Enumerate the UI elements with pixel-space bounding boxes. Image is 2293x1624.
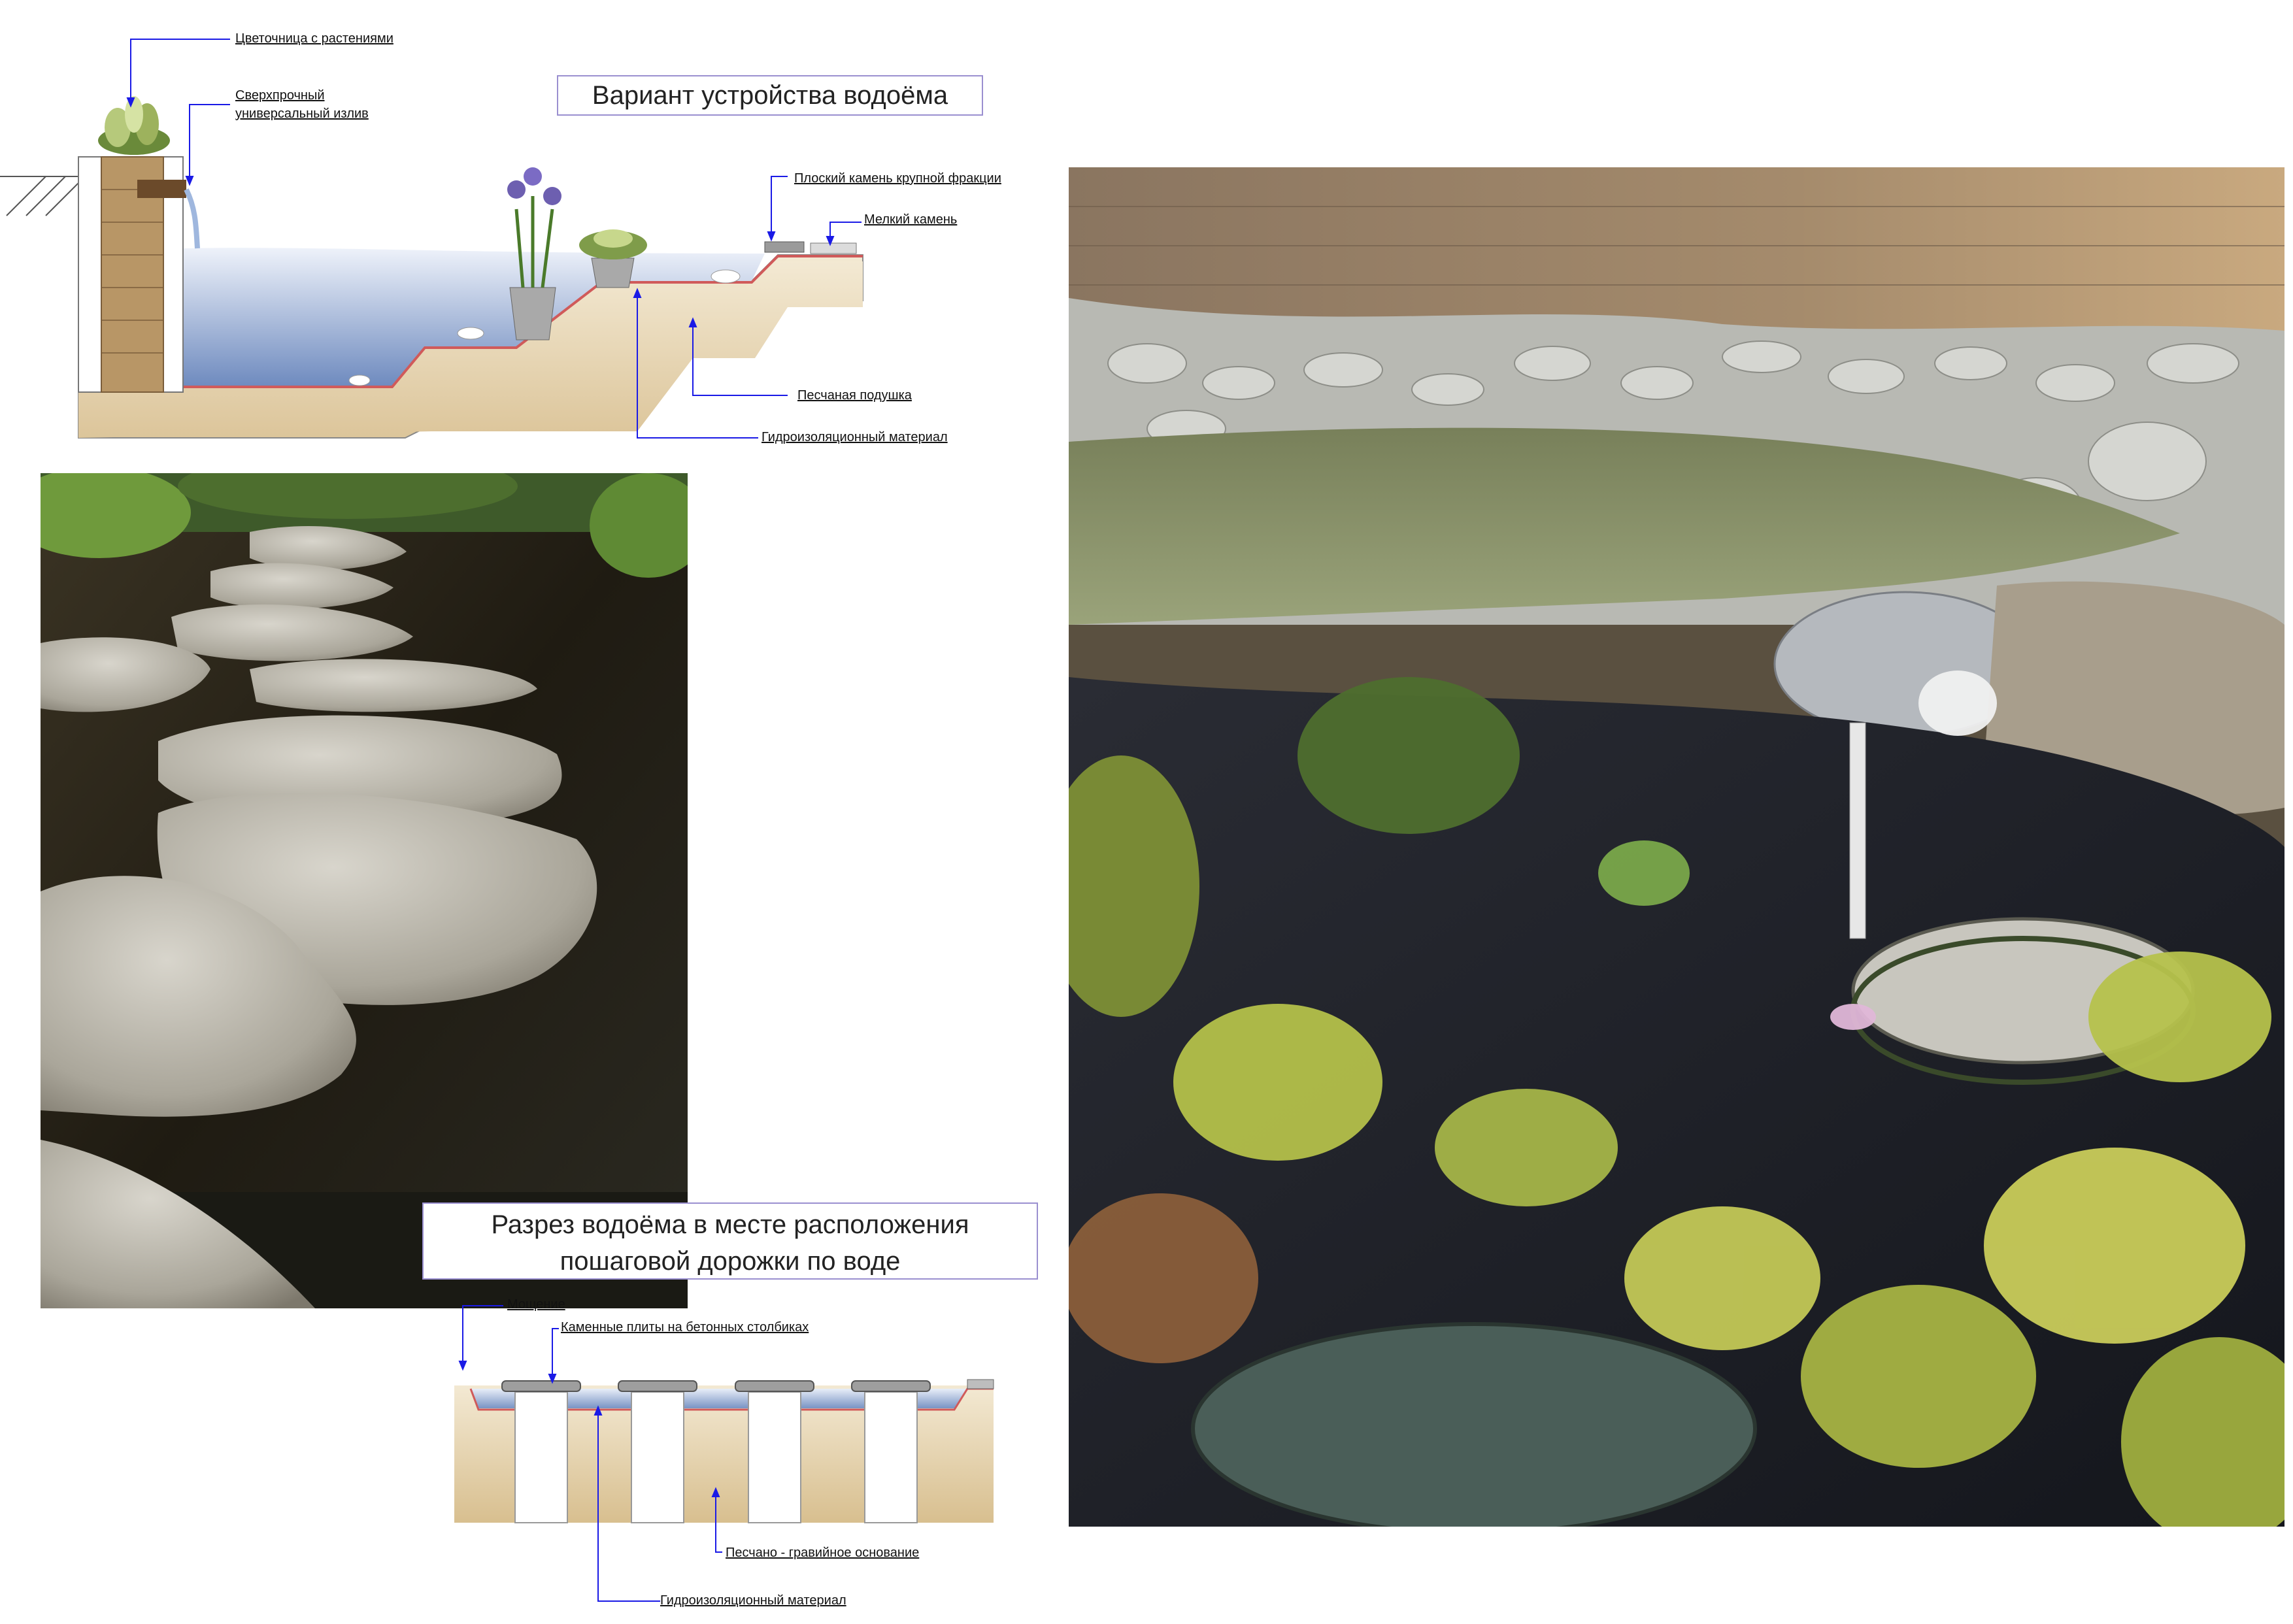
label-planter: Цветочница с растениями xyxy=(235,31,393,46)
label-flat-stone: Плоский камень крупной фракции xyxy=(794,171,1001,186)
ground-hatch xyxy=(0,176,79,216)
iris-plant xyxy=(507,167,561,340)
stone-2 xyxy=(210,563,393,609)
label-small-stone: Мелкий камень xyxy=(864,212,958,227)
label-slabs: Каменные плиты на бетонных столбиках xyxy=(561,1320,809,1334)
pond-variant-diagram: Вариант устройства водоёма Цветочница с … xyxy=(0,0,1020,457)
waterproof-liner xyxy=(183,255,863,388)
walkway-title-line1: Разрез водоёма в месте расположения xyxy=(491,1210,969,1239)
walkway-section-diagram: Мощение Каменные плиты на бетонных столб… xyxy=(418,1291,1020,1621)
manhole-cover xyxy=(1191,1322,1757,1527)
label-sand: Песчаная подушка xyxy=(797,388,912,403)
pond-section-drawing xyxy=(0,39,863,439)
walkway-title-line2: пошаговой дорожки по воде xyxy=(560,1247,901,1276)
stone-8 xyxy=(41,876,356,1117)
walkway-section-drawing xyxy=(454,1305,994,1602)
white-pipe xyxy=(1849,722,1866,939)
walkway-section-title: Разрез водоёма в месте расположения поша… xyxy=(422,1202,1038,1280)
stone-5 xyxy=(41,637,210,712)
label-paving: Мощение xyxy=(507,1297,565,1312)
spout xyxy=(137,180,186,198)
paving-edge xyxy=(967,1379,994,1389)
label-spout-1: Сверхпрочный xyxy=(235,88,325,103)
stepping-stones-photo xyxy=(41,473,688,1308)
concrete-columns xyxy=(514,1391,918,1523)
hosta-plant xyxy=(579,229,647,288)
stone-1 xyxy=(250,526,407,571)
leader-lines xyxy=(126,39,862,439)
water-body xyxy=(183,248,765,386)
label-waterproof-top: Гидроизоляционный материал xyxy=(762,430,948,444)
stone-slabs xyxy=(501,1380,931,1392)
pond-water xyxy=(1069,427,2180,625)
walkway-leader-lines xyxy=(458,1305,722,1602)
sand-body xyxy=(78,261,863,438)
label-waterproof-bottom: Гидроизоляционный материал xyxy=(660,1593,846,1608)
flat-stone xyxy=(764,241,805,253)
stone-4 xyxy=(250,659,537,712)
garden-pond-photo xyxy=(1069,167,2285,1527)
stone-3 xyxy=(171,604,413,661)
water-fall xyxy=(184,188,200,249)
label-spout-2: универсальный излив xyxy=(235,107,369,121)
planter-plant xyxy=(98,96,170,155)
pond-variant-title: Вариант устройства водоёма xyxy=(557,75,983,116)
small-stone xyxy=(810,242,857,254)
label-base: Песчано - гравийное основание xyxy=(726,1546,920,1560)
foliage xyxy=(1069,671,2285,1527)
stone-9 xyxy=(41,1140,315,1308)
